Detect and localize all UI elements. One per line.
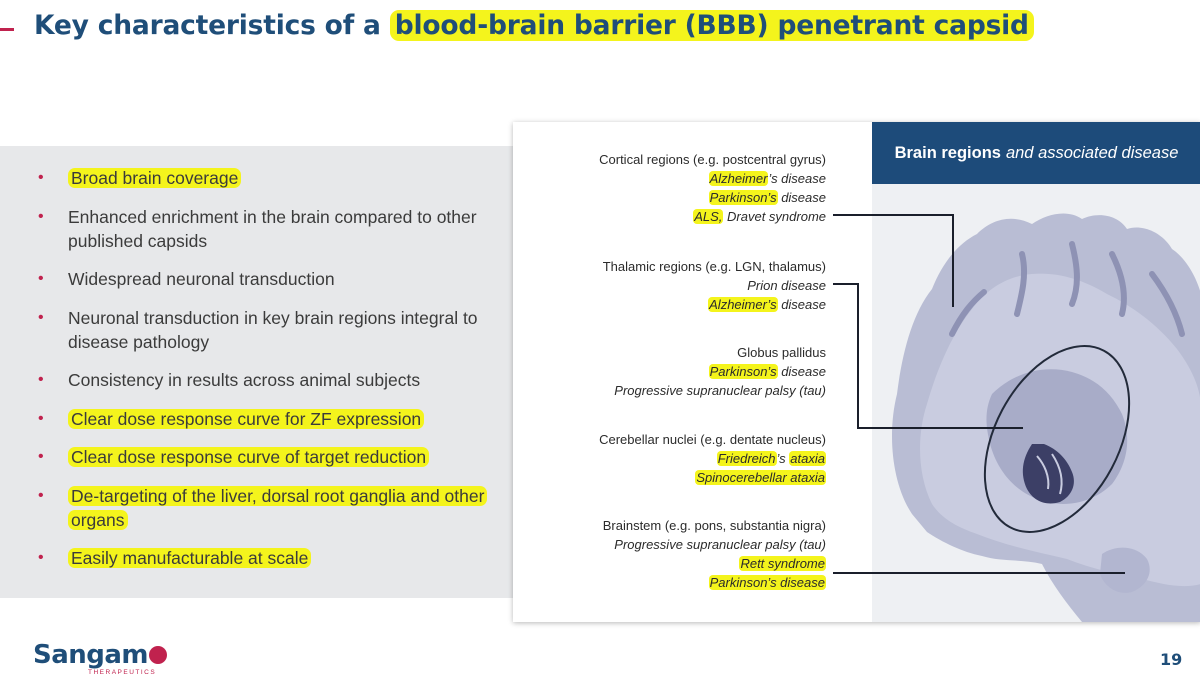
bullet-item: • Clear dose response curve of target red… <box>30 445 500 469</box>
disease-highlight: Friedreich <box>716 451 777 466</box>
bullet-item: • Enhanced enrichment in the brain compar… <box>30 205 500 253</box>
bullet-text: Widespread neuronal transduction <box>68 269 335 289</box>
region-connector-lines <box>833 214 1125 574</box>
region-name: Cerebellar nuclei (e.g. dentate nucleus) <box>599 432 826 447</box>
bullet-text: Clear dose response curve of target redu… <box>68 447 430 467</box>
disease-highlight: ataxia <box>789 451 826 466</box>
disease-text: ’s disease <box>768 171 826 186</box>
region-disease: Rett syndrome <box>603 554 826 573</box>
disease-text: Dravet syndrome <box>723 209 826 224</box>
bullet-dot-icon: • <box>38 448 44 465</box>
region-name: Cortical regions (e.g. postcentral gyrus… <box>599 152 826 167</box>
region-thalamic: Thalamic regions (e.g. LGN, thalamus) Pr… <box>603 257 826 314</box>
disease-highlight: Parkinson’s <box>708 364 778 379</box>
region-name: Brainstem (e.g. pons, substantia nigra) <box>602 518 826 533</box>
region-disease: Friedreich’s ataxia <box>599 449 826 468</box>
bullet-item: • Widespread neuronal transduction <box>30 267 500 291</box>
bullet-item: • Broad brain coverage <box>30 166 500 190</box>
region-disease: Progressive supranuclear palsy (tau) <box>614 383 826 398</box>
bullet-item: • Consistency in results across animal su… <box>30 368 500 392</box>
bullet-text: Enhanced enrichment in the brain compare… <box>68 206 477 251</box>
title-accent-bar <box>0 28 14 31</box>
disease-highlight: Alzheimer’s <box>708 297 778 312</box>
page-number: 19 <box>1160 650 1183 669</box>
bullet-item: • Easily manufacturable at scale <box>30 546 500 570</box>
slide-title: Key characteristics of a blood-brain bar… <box>34 10 1034 41</box>
bullet-dot-icon: • <box>38 270 44 287</box>
region-disease: ALS, Dravet syndrome <box>599 207 826 226</box>
panel-header-italic: and associated disease <box>1005 143 1179 162</box>
disease-highlight: ALS, <box>693 209 724 224</box>
region-name: Globus pallidus <box>737 345 826 360</box>
bullet-dot-icon: • <box>38 486 44 504</box>
disease-text: disease <box>777 364 826 379</box>
region-disease: Prion disease <box>747 278 826 293</box>
bullet-item: • Clear dose response curve for ZF expres… <box>30 407 500 431</box>
bullet-dot-icon: • <box>38 207 44 225</box>
disease-highlight: Spinocerebellar ataxia <box>695 470 826 485</box>
region-disease: Progressive supranuclear palsy (tau) <box>614 537 826 552</box>
bullet-dot-icon: • <box>38 371 44 388</box>
region-disease: Parkinson’s disease <box>603 573 826 592</box>
bullet-dot-icon: • <box>38 169 44 186</box>
bullet-item: • Neuronal transduction in key brain regi… <box>30 306 500 354</box>
bullet-dot-icon: • <box>38 409 44 427</box>
region-disease: Parkinson’s disease <box>599 188 826 207</box>
region-brainstem: Brainstem (e.g. pons, substantia nigra) … <box>603 516 826 592</box>
region-globus-pallidus: Globus pallidus Parkinson’s disease Prog… <box>614 343 826 400</box>
region-name: Thalamic regions (e.g. LGN, thalamus) <box>602 259 826 274</box>
region-cortical: Cortical regions (e.g. postcentral gyrus… <box>599 150 826 226</box>
disease-text: disease <box>777 190 826 205</box>
region-disease: Parkinson’s disease <box>614 362 826 381</box>
logo-wordmark: Sangam <box>33 640 149 670</box>
bullet-text: De-targeting of the liver, dorsal root g… <box>68 485 488 530</box>
characteristics-list: • Broad brain coverage • Enhanced enrichme… <box>30 166 500 585</box>
disease-highlight: Rett syndrome <box>739 556 826 571</box>
logo-subtitle: THERAPEUTICS <box>88 669 157 676</box>
bullet-text: Consistency in results across animal sub… <box>68 370 421 390</box>
panel-header-bold: Brain regions <box>894 143 1001 162</box>
bullet-text: Clear dose response curve for ZF express… <box>68 408 425 429</box>
bullet-text: Easily manufacturable at scale <box>68 548 312 568</box>
title-highlight: blood-brain barrier (BBB) penetrant caps… <box>389 10 1034 41</box>
bullet-dot-icon: • <box>38 308 44 326</box>
disease-text: disease <box>777 297 826 312</box>
region-disease: Alzheimer’s disease <box>599 169 826 188</box>
bullet-dot-icon: • <box>38 549 44 566</box>
region-disease: Alzheimer’s disease <box>603 295 826 314</box>
bullet-text: Broad brain coverage <box>68 168 242 188</box>
region-cerebellar-nuclei: Cerebellar nuclei (e.g. dentate nucleus)… <box>599 430 826 487</box>
region-disease: Spinocerebellar ataxia <box>599 468 826 487</box>
disease-text: ’s <box>776 451 790 466</box>
brain-section-image <box>892 213 1200 622</box>
sangamo-logo: Sangam <box>33 640 168 670</box>
bullet-text: Neuronal transduction in key brain regio… <box>68 307 478 352</box>
disease-highlight: Alzheimer <box>708 171 769 186</box>
title-prefix: Key characteristics of a <box>34 10 390 41</box>
logo-o-icon <box>149 646 168 664</box>
disease-highlight: Parkinson’s disease <box>708 575 826 590</box>
disease-highlight: Parkinson’s <box>708 190 778 205</box>
bullet-item: • De-targeting of the liver, dorsal root … <box>30 484 500 532</box>
